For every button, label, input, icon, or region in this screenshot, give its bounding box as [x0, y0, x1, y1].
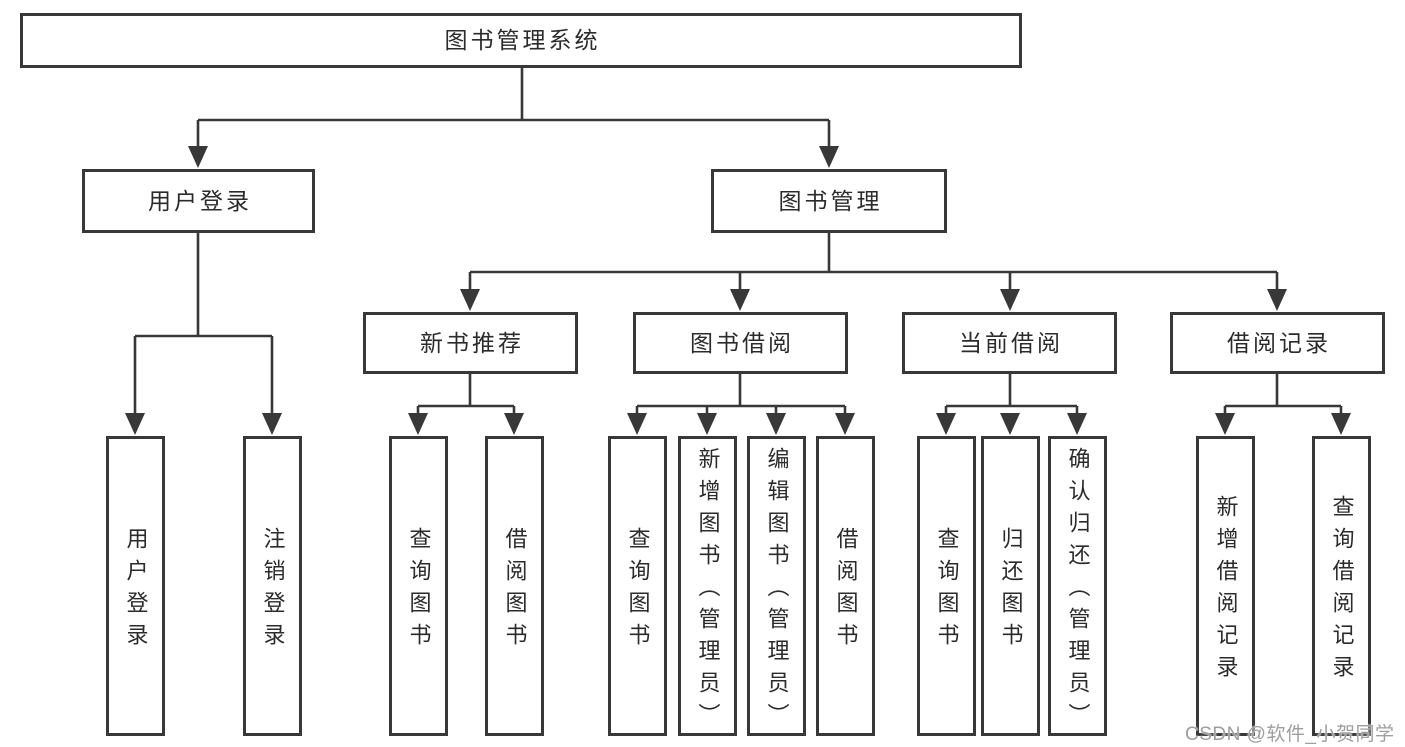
node-book-borrowing: 图书借阅: [633, 312, 848, 374]
node-leaf-query-books-borrow: 查询图书: [608, 436, 667, 736]
watermark: CSDN @软件_小贺同学: [1185, 724, 1395, 745]
node-borrowing-records: 借阅记录: [1170, 312, 1385, 374]
node-label: 新增图书（管理员）: [695, 447, 721, 735]
node-leaf-query-borrow-record: 查询借阅记录: [1312, 436, 1371, 736]
node-label: 当前借阅: [959, 329, 1063, 356]
node-label: 注销登录: [260, 527, 286, 655]
node-label: 图书管理: [778, 187, 883, 214]
node-label: 借阅图书: [833, 527, 859, 655]
node-leaf-borrow-books-rec: 借阅图书: [485, 436, 544, 736]
node-leaf-add-books-admin: 新增图书（管理员）: [678, 436, 737, 736]
arrowhead-icons: [125, 146, 1351, 435]
node-leaf-add-borrow-record: 新增借阅记录: [1196, 436, 1255, 736]
node-label: 用户登录: [148, 187, 252, 214]
node-leaf-edit-books-admin: 编辑图书（管理员）: [747, 436, 806, 736]
node-user-login-branch: 用户登录: [82, 169, 315, 233]
node-leaf-query-books-rec: 查询图书: [389, 436, 448, 736]
node-label: 新增借阅记录: [1213, 495, 1239, 687]
tree-edges: [133, 68, 1343, 432]
node-label: 归还图书: [998, 527, 1024, 655]
node-label: 查询借阅记录: [1329, 495, 1355, 687]
node-label: 图书借阅: [690, 329, 794, 356]
node-library-system: 图书管理系统: [20, 13, 1022, 68]
node-book-management-branch: 图书管理: [711, 169, 947, 233]
node-label: 查询图书: [625, 527, 651, 655]
node-label: 新书推荐: [420, 329, 524, 356]
node-label: 图书管理系统: [444, 27, 601, 53]
node-label: 确认归还（管理员）: [1065, 447, 1091, 735]
node-label: 编辑图书（管理员）: [764, 447, 790, 735]
node-leaf-confirm-return-admin: 确认归还（管理员）: [1048, 436, 1107, 736]
node-leaf-logout: 注销登录: [243, 436, 302, 736]
node-leaf-borrow-books: 借阅图书: [816, 436, 875, 736]
node-label: 借阅图书: [502, 527, 528, 655]
node-new-book-recommendation: 新书推荐: [363, 312, 578, 374]
node-leaf-return-books: 归还图书: [981, 436, 1040, 736]
node-current-borrowing: 当前借阅: [902, 312, 1117, 374]
node-leaf-user-login: 用户登录: [106, 436, 165, 736]
node-label: 用户登录: [123, 527, 149, 655]
node-leaf-query-books-current: 查询图书: [917, 436, 976, 736]
node-label: 借阅记录: [1227, 329, 1331, 356]
node-label: 查询图书: [406, 527, 432, 655]
node-label: 查询图书: [934, 527, 960, 655]
